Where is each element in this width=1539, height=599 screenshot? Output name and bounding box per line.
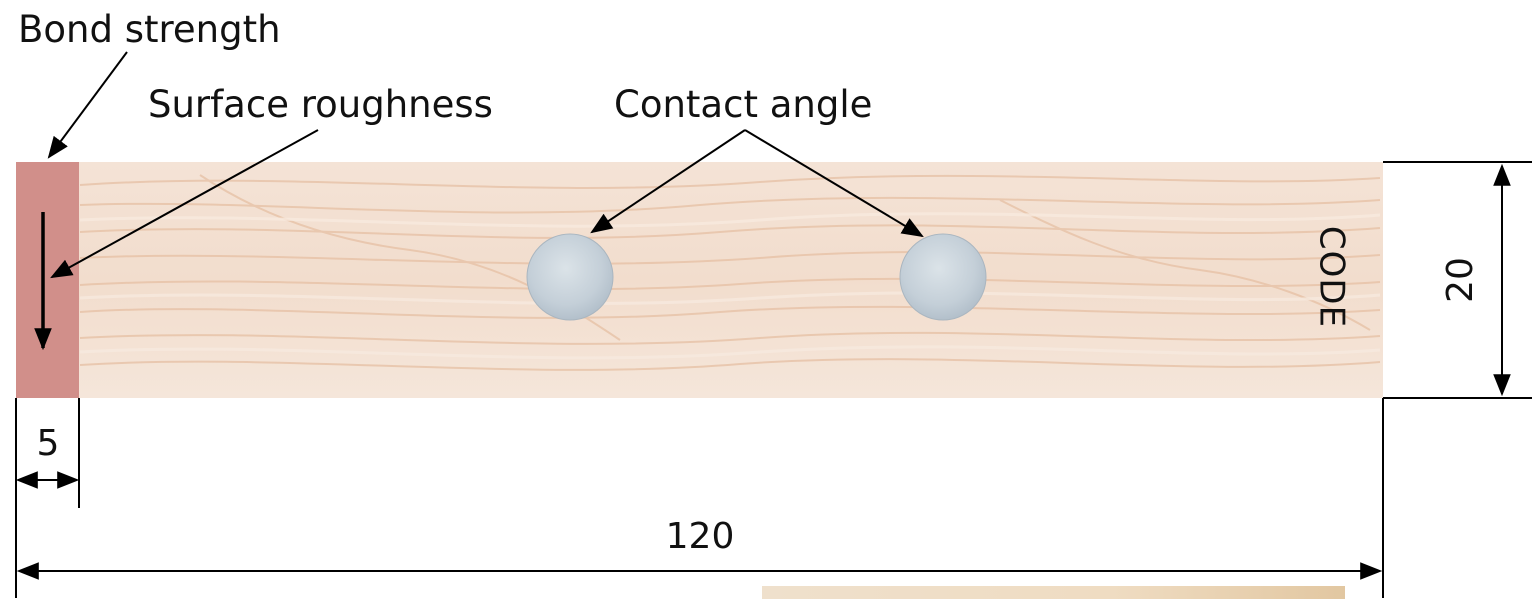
bond-width-value: 5 bbox=[37, 423, 60, 464]
height-value: 20 bbox=[1440, 257, 1481, 303]
wood-grain bbox=[79, 174, 1381, 371]
bond-strength-label: Bond strength bbox=[18, 8, 281, 51]
droplet-right bbox=[899, 233, 987, 321]
height-dimension: 20 bbox=[1383, 161, 1532, 399]
bond-zone bbox=[16, 162, 79, 398]
code-label: CODE bbox=[1312, 226, 1352, 328]
length-dimension: 120 bbox=[16, 398, 1384, 598]
bond-width-dimension: 5 bbox=[15, 398, 80, 598]
surface-roughness-label: Surface roughness bbox=[148, 83, 493, 126]
contact-angle-leader-left bbox=[590, 129, 746, 234]
contact-angle-label: Contact angle bbox=[614, 83, 872, 126]
contact-angle-leader-right bbox=[744, 129, 924, 238]
wood-specimen bbox=[16, 162, 1383, 398]
bond-strength-leader bbox=[47, 51, 128, 159]
surface-roughness-leader bbox=[50, 129, 319, 279]
length-value: 120 bbox=[666, 516, 735, 557]
droplet-left bbox=[526, 233, 614, 321]
inset-image-fragment bbox=[762, 586, 1345, 599]
wood-grain-light bbox=[79, 212, 1381, 360]
